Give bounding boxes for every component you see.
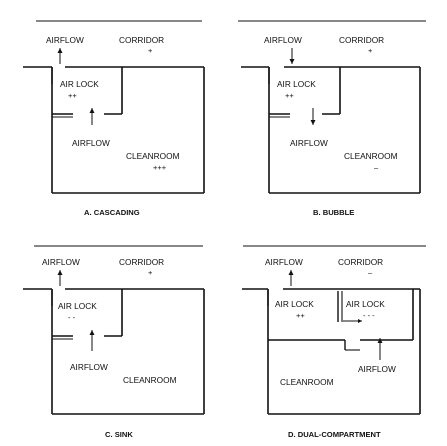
mid-airflow-arrow-c [89,330,95,351]
panel-c-sink: AIRFLOW CORRIDOR + AIR LOCK - - AIRFLOW … [23,245,205,439]
mid-airflow-label-c: AIRFLOW [70,362,108,372]
airlock-label-b: AIR LOCK [277,79,316,89]
airlock-label-c: AIR LOCK [58,301,97,311]
mid-airflow-arrow-a [89,108,95,125]
top-airflow-label-c: AIRFLOW [42,257,80,267]
panel-b-bubble: AIRFLOW CORRIDOR + AIR LOCK ++ AIRFLOW C… [238,20,426,217]
caption-b: B. BUBBLE [313,208,354,217]
top-airflow-label-d: AIRFLOW [265,257,303,267]
mid-airflow-arrow-b [310,108,316,125]
airlock-label-a: AIR LOCK [60,79,99,89]
caption-a: A. CASCADING [84,208,140,217]
panel-a-cascading: AIRFLOW CORRIDOR + AIR LOCK ++ AIRFLOW C… [23,20,205,217]
caption-c: C. SINK [105,430,133,439]
mid-airflow-label-d: AIRFLOW [358,364,396,374]
airlock-pressure-a: ++ [68,91,77,100]
airlock-transfer-arrow-d [343,319,362,323]
cleanroom-label-a: CLEANROOM [126,151,180,161]
cleanroom-label-d: CLEANROOM [280,377,334,387]
cleanroom-label-c: CLEANROOM [123,375,177,385]
corridor-pressure-c: + [148,268,153,277]
corridor-label-b: CORRIDOR [339,35,384,45]
panel-d-dual-compartment: AIRFLOW CORRIDOR – AIR LOCK ++ AIR LOCK … [242,245,426,439]
corridor-label-d: CORRIDOR [338,257,383,267]
airlock-pressure-c: - - [68,313,76,322]
airlock-pressure-b: ++ [285,91,294,100]
airlock-left-pressure-d: ++ [296,311,305,320]
cleanroom-label-b: CLEANROOM [344,151,398,161]
mid-airflow-arrow-d [377,338,383,360]
airlock-right-pressure-d: - - - [363,311,375,320]
corridor-pressure-a: + [148,46,153,55]
corridor-pressure-d: – [368,268,373,277]
mid-airflow-label-a: AIRFLOW [72,138,110,148]
corridor-label-a: CORRIDOR [119,35,164,45]
airlock-right-label-d: AIR LOCK [346,299,385,309]
top-airflow-label-a: AIRFLOW [46,35,84,45]
top-airflow-arrow-b [289,48,295,64]
top-airflow-label-b: AIRFLOW [264,35,302,45]
cleanroom-pressure-a: +++ [153,163,167,172]
mid-airflow-label-b: AIRFLOW [290,138,328,148]
top-airflow-arrow-c [57,270,63,286]
top-airflow-arrow-d [288,270,294,286]
cleanroom-pressure-b: – [374,163,379,172]
caption-d: D. DUAL-COMPARTMENT [288,430,381,439]
top-airflow-arrow-a [57,48,63,64]
airlock-left-label-d: AIR LOCK [275,299,314,309]
corridor-label-c: CORRIDOR [119,257,164,267]
corridor-pressure-b: + [368,46,373,55]
